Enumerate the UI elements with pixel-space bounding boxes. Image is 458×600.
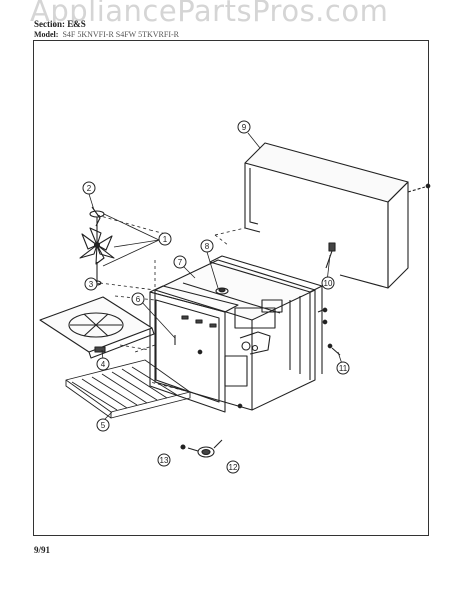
callout-label-13: 13 [160,456,169,465]
callout-label-7: 7 [178,258,183,267]
callout-bubble-11 [336,361,350,375]
diagram-frame [33,40,429,536]
callout-label-10: 10 [324,279,333,288]
knob-and-screw [180,439,223,458]
callout-label-3: 3 [89,280,94,289]
front-face-frame [149,255,323,413]
section-header: Section: E&S [34,19,86,29]
callout-label-11: 11 [339,364,348,373]
callout-bubble-13 [157,453,171,467]
mounting-clip [325,242,336,269]
callout-bubble-5 [96,418,110,432]
callout-label-2: 2 [87,184,92,193]
callout-label-5: 5 [101,421,106,430]
model-label: Model: [34,30,59,39]
model-header: Model:S4F 5KNVFI-R S4FW 5TKVRFI-R [34,30,179,39]
callout-label-12: 12 [229,463,238,472]
callout-label-9: 9 [242,123,247,132]
model-numbers: S4F 5KNVFI-R S4FW 5TKVRFI-R [62,30,179,39]
side-screws [317,307,341,356]
callout-label-1: 1 [163,235,168,244]
outer-cabinet-shell [244,142,431,289]
callout-bubble-8 [200,239,214,253]
revision-date: 9/91 [34,545,51,555]
callout-bubble-9 [237,120,251,134]
callout-bubble-3 [84,277,98,291]
callout-bubble-7 [173,255,187,269]
callout-bubble-6 [131,292,145,306]
top-fastener [218,287,226,293]
oven-rack [65,359,191,419]
callout-bubble-10 [321,276,335,290]
callout-bubble-12 [226,460,240,474]
oven-cavity-chassis [154,259,316,411]
callout-label-4: 4 [101,360,106,369]
callout-label-6: 6 [136,295,141,304]
fan-baffle-plate [39,296,155,359]
callout-bubble-2 [82,181,96,195]
callout-leader-lines [88,132,344,422]
callout-label-8: 8 [205,242,210,251]
callout-bubble-1 [158,232,172,246]
callout-bubble-4 [96,357,110,371]
